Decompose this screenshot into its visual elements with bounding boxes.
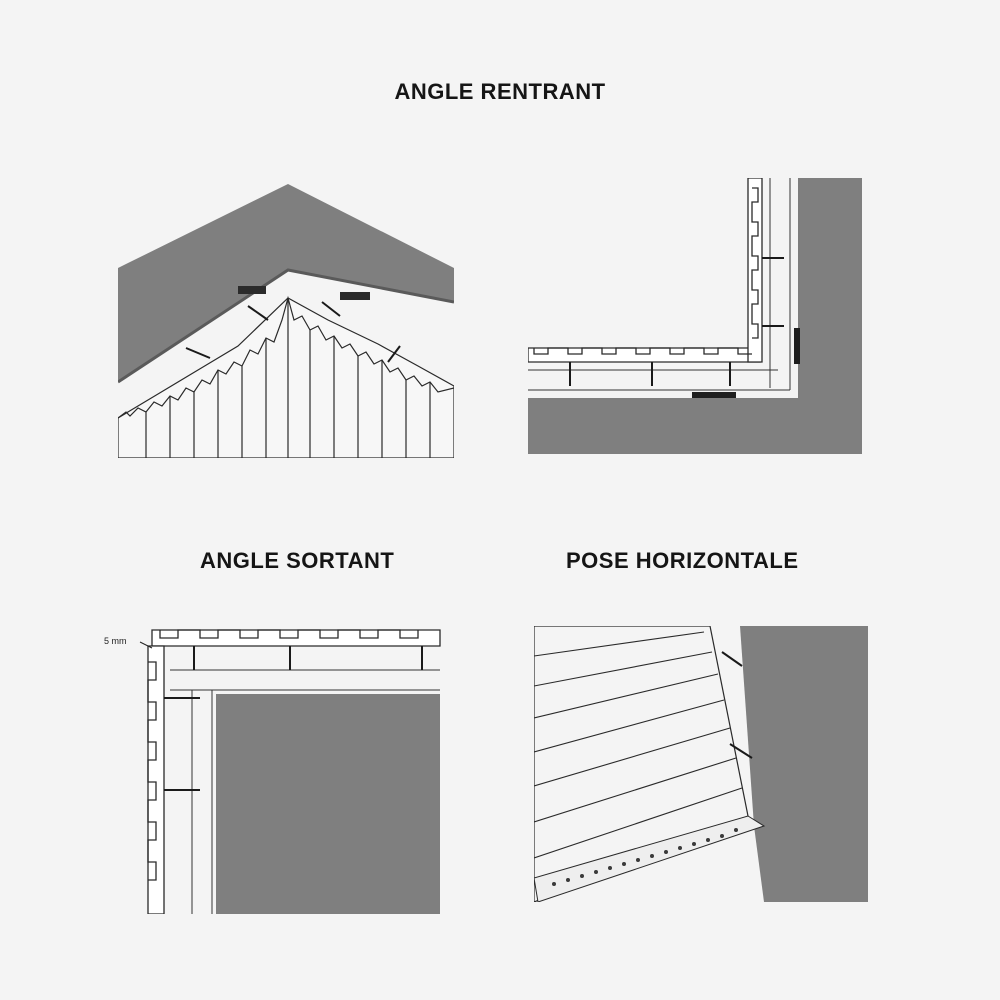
gap-leader-line	[139, 641, 153, 649]
diagram-angle-rentrant-perspective	[118, 184, 454, 458]
cladding-panels	[118, 295, 454, 458]
diagram-angle-rentrant-plan	[528, 178, 862, 454]
screws	[569, 257, 784, 386]
trim-perforations	[552, 828, 738, 886]
diagram-angle-sortant-plan: 5 mm	[104, 629, 441, 914]
profile-teeth	[147, 629, 419, 881]
diagram-pose-horizontale-perspective	[534, 626, 868, 902]
title-angle-sortant: ANGLE SORTANT	[200, 548, 395, 573]
ceiling-wall-surface	[118, 184, 454, 382]
perforated-trim	[534, 815, 766, 902]
wall-section	[216, 694, 440, 914]
wall-brackets	[692, 328, 800, 398]
corner-edge	[118, 268, 454, 384]
title-angle-rentrant: ANGLE RENTRANT	[394, 79, 606, 104]
batten-lines	[170, 669, 440, 914]
gap-label: 5 mm	[104, 636, 127, 646]
screws	[721, 651, 753, 759]
board-lines	[534, 631, 743, 859]
wall-section	[528, 178, 862, 454]
wall-surface	[740, 626, 868, 902]
screws	[164, 646, 423, 791]
fixing-clips	[185, 301, 401, 363]
wall-brackets	[238, 286, 370, 300]
title-pose-horizontale: POSE HORIZONTALE	[566, 548, 799, 573]
profile-teeth	[533, 187, 759, 355]
cladding-profiles	[528, 178, 763, 363]
